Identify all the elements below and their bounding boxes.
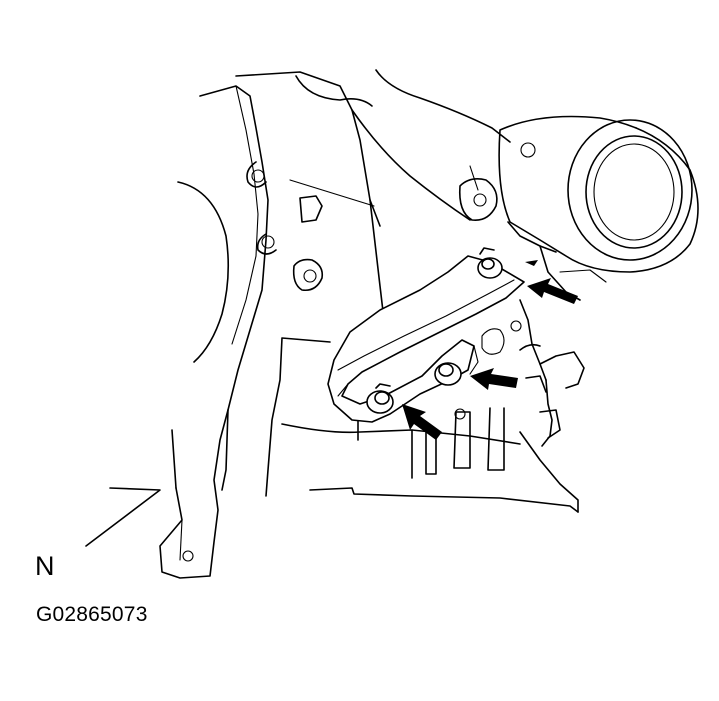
lower-flange (159, 409, 229, 579)
arrow-lower (402, 404, 442, 440)
callout-label-n: N (35, 551, 55, 581)
arrow-upper-extra (525, 260, 538, 266)
bolt-upper-right (477, 247, 503, 279)
timing-cover-upper (235, 69, 511, 321)
arrow-upper-right (527, 278, 578, 304)
crankcase-right-ribs (481, 299, 585, 447)
callout-leader (85, 487, 161, 547)
arrow-middle (470, 368, 518, 390)
bolt-lower-left (366, 383, 394, 414)
figure-code: G02865073 (36, 603, 148, 626)
engine-block-left (177, 85, 324, 491)
pump-housing-right (498, 115, 699, 301)
bolt-middle (434, 362, 462, 386)
crankcase-lower (265, 337, 579, 513)
engine-mount-bracket (327, 255, 525, 423)
